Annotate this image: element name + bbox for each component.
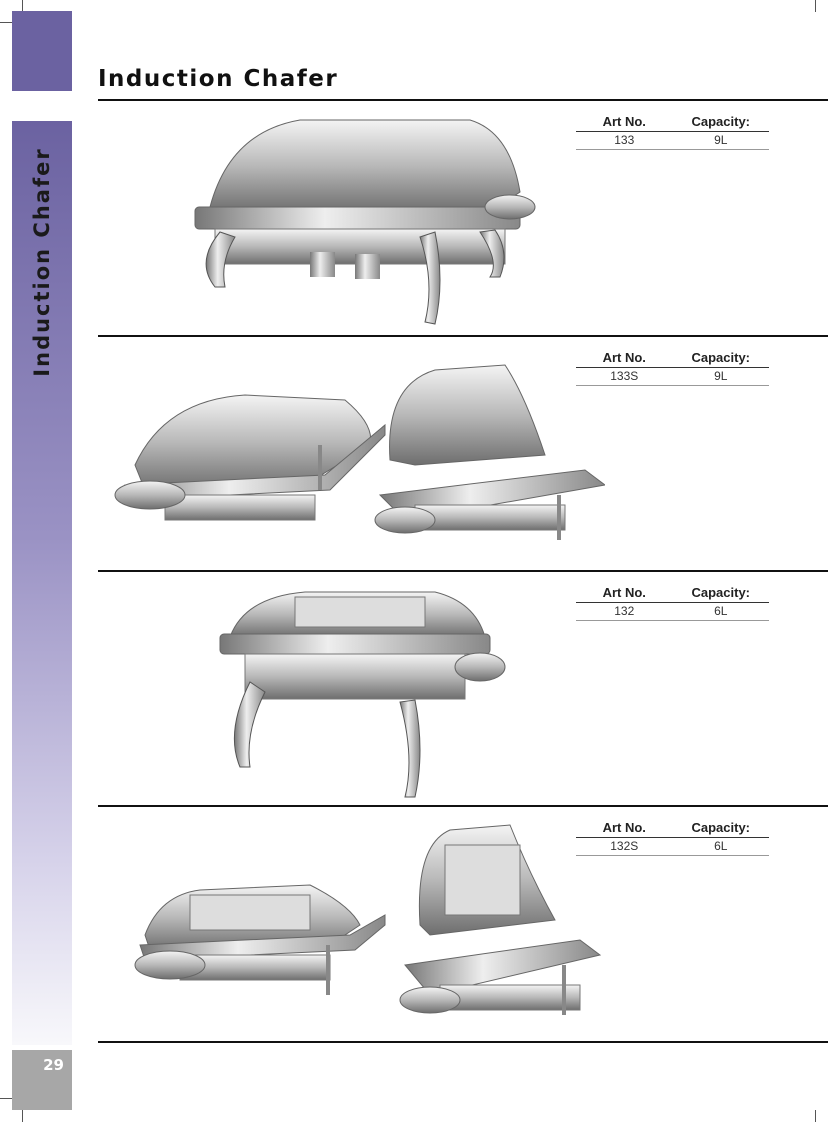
crop-mark — [815, 0, 816, 12]
product-image-132 — [219, 591, 506, 798]
divider — [98, 805, 828, 807]
header-color-block — [12, 11, 72, 91]
capacity-value: 9L — [714, 133, 728, 147]
capacity-value: 6L — [714, 839, 728, 853]
sidebar-band — [12, 121, 72, 1045]
art-no-value: 133S — [610, 369, 639, 383]
crop-mark — [22, 1110, 23, 1122]
divider — [98, 335, 828, 337]
page-title: Induction Chafer — [98, 66, 339, 92]
capacity-value: 9L — [714, 369, 728, 383]
sidebar-title: Induction Chafer — [30, 147, 54, 377]
crop-mark — [815, 1110, 816, 1122]
product-image-133s — [114, 364, 605, 540]
page-number-box: 29 — [12, 1050, 72, 1110]
spec-table: Art No. Capacity: 133S 9L — [576, 350, 769, 386]
spec-table: Art No. Capacity: 132 6L — [576, 585, 769, 621]
product-image-132s — [134, 824, 602, 1015]
art-no-value: 132S — [610, 839, 639, 853]
art-no-header: Art No. — [602, 114, 646, 129]
crop-mark — [0, 1098, 12, 1099]
divider — [98, 1041, 828, 1043]
capacity-header: Capacity: — [691, 114, 751, 129]
art-no-header: Art No. — [602, 820, 646, 835]
spec-table: Art No. Capacity: 132S 6L — [576, 820, 769, 856]
art-no-value: 132 — [614, 604, 635, 618]
divider — [98, 570, 828, 572]
art-no-value: 133 — [614, 133, 635, 147]
capacity-header: Capacity: — [691, 350, 751, 365]
capacity-header: Capacity: — [691, 585, 751, 600]
art-no-header: Art No. — [602, 350, 646, 365]
divider — [98, 99, 828, 101]
spec-table: Art No. Capacity: 133 9L — [576, 114, 769, 150]
product-image-133 — [194, 119, 536, 325]
page-number: 29 — [43, 1056, 64, 1074]
capacity-header: Capacity: — [691, 820, 751, 835]
crop-mark — [22, 0, 23, 12]
capacity-value: 6L — [714, 604, 728, 618]
art-no-header: Art No. — [602, 585, 646, 600]
